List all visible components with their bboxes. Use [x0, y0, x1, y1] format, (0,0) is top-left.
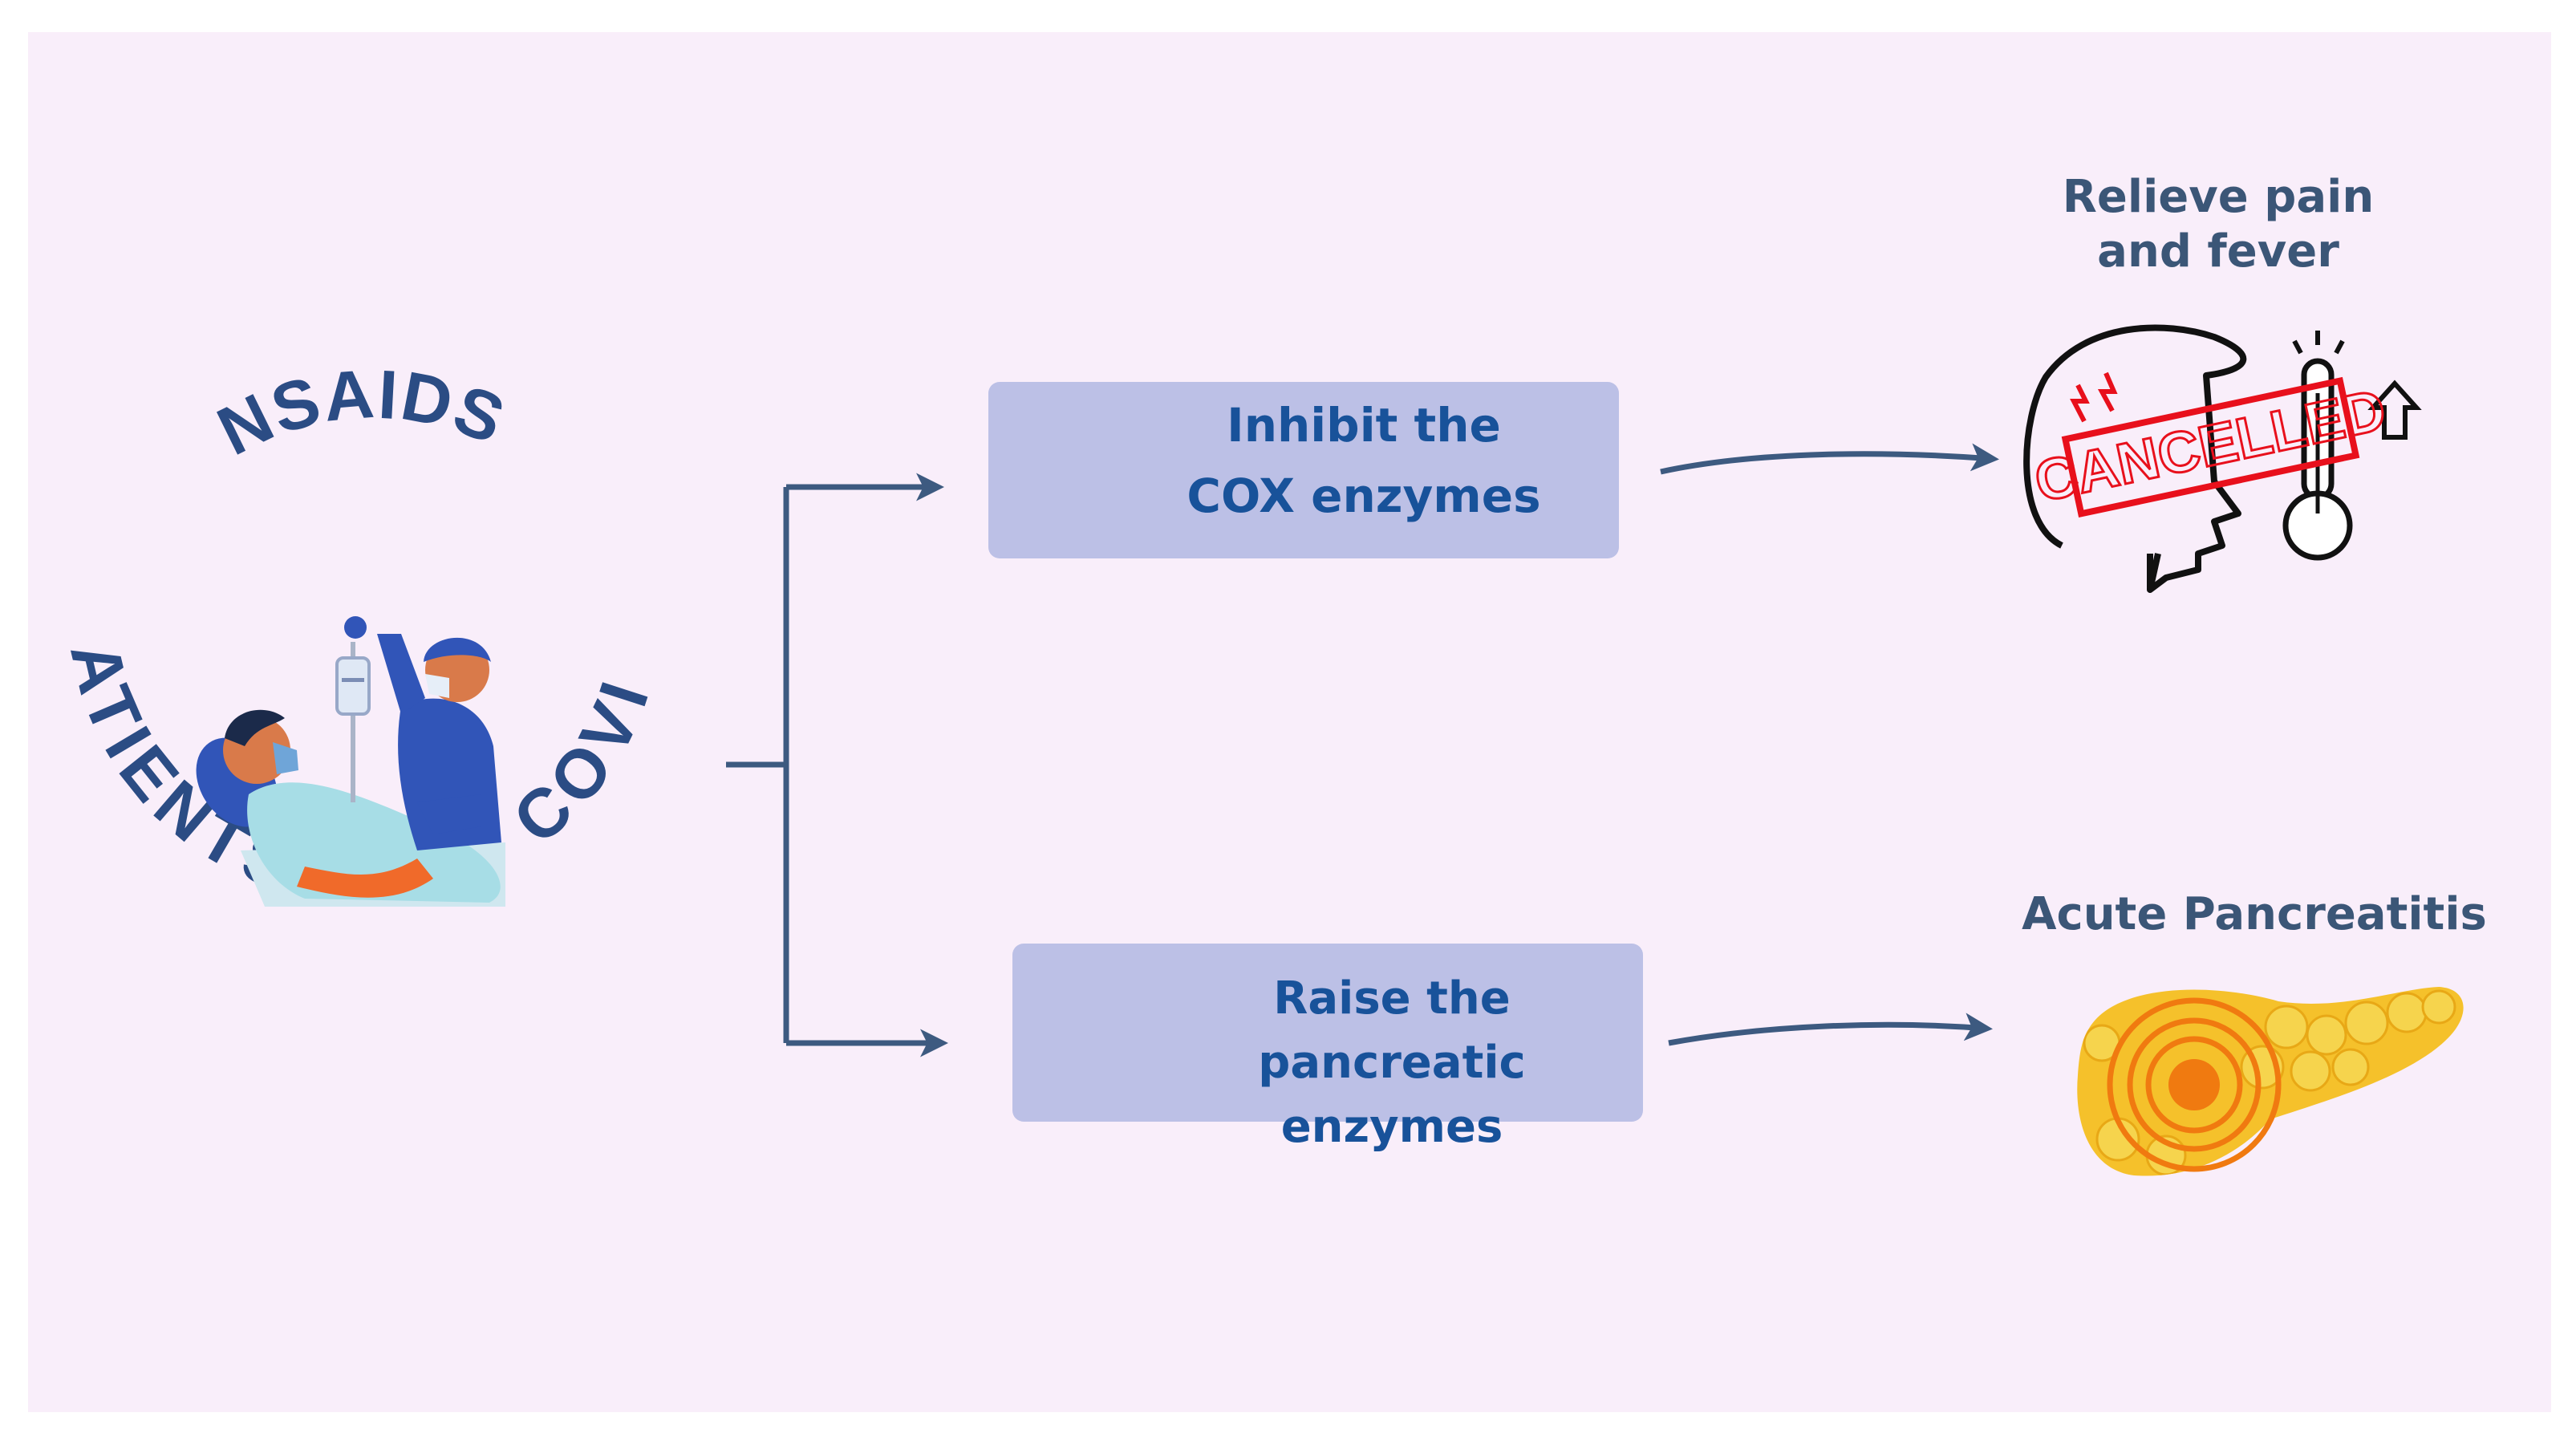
relieve-pain-line1: Relieve pain: [2062, 171, 2375, 223]
outcome-connector: [1660, 443, 1999, 1046]
raise-pancreatic-line2: pancreatic enzymes: [1258, 1037, 1526, 1153]
raise-pancreatic-text: Raise the pancreatic enzymes: [1151, 967, 1633, 1159]
inhibit-cox-line2: COX enzymes: [1187, 469, 1541, 523]
inhibit-cox-line1: Inhibit the: [1227, 398, 1501, 453]
raise-pancreatic-box: [1012, 944, 1643, 1122]
arc-top-text: NSAIDS: [206, 355, 516, 471]
inhibit-cox-text: Inhibit the COX enzymes: [1139, 390, 1588, 531]
inflamed-pancreas-icon: [2077, 987, 2464, 1176]
inhibit-cox-box: [988, 382, 1619, 558]
head-thermometer-cancelled-icon: CANCELLED: [2023, 324, 2422, 593]
raise-pancreatic-line1: Raise the: [1273, 972, 1511, 1025]
relieve-pain-line2: and fever: [2097, 225, 2339, 278]
patient-with-iv-and-doctor-icon: [196, 616, 505, 907]
acute-pancreatitis-text: Acute Pancreatitis: [2022, 888, 2487, 940]
arc-bottom-text: IN PATIENTS WITH COVID-19: [0, 0, 666, 919]
relieve-pain-label: Relieve pain and fever: [2006, 170, 2431, 279]
branch-connector: [726, 473, 948, 1057]
acute-pancreatitis-label: Acute Pancreatitis: [1990, 887, 2519, 942]
